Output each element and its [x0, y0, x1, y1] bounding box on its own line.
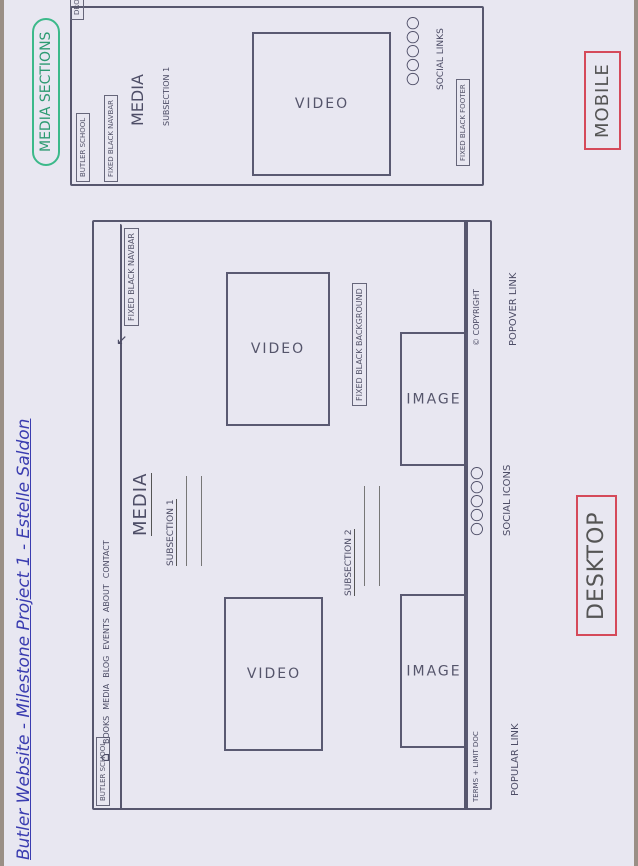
- mobile-heading: MEDIA: [128, 74, 147, 126]
- nav-contact[interactable]: CONTACT: [102, 540, 111, 579]
- mobile-label: MOBILE: [584, 51, 621, 150]
- desktop-image-1: IMAGE: [400, 594, 468, 748]
- sketch-title: Butler Website - Milestone Project 1 - E…: [14, 418, 34, 860]
- home-icon: ⌂: [97, 753, 113, 762]
- desktop-fixed-bg-note: FIXED BLACK BACKGROUND: [352, 283, 367, 406]
- desktop-label: DESKTOP: [576, 495, 617, 636]
- image-2-label: IMAGE: [406, 391, 462, 408]
- nav-media[interactable]: MEDIA: [102, 683, 111, 710]
- nav-events[interactable]: EVENTS: [102, 618, 111, 650]
- nav-about[interactable]: ABOUT: [102, 584, 111, 613]
- desktop-fixed-navbar-note: FIXED BLACK NAVBAR: [124, 228, 139, 326]
- social-circles: ○○○○○: [466, 466, 485, 536]
- desktop-video-2: VIDEO: [226, 272, 330, 426]
- nav-blog[interactable]: BLOG: [102, 655, 111, 678]
- popular-link-right: POPOVER LINK: [508, 272, 519, 346]
- mobile-subsection-1: SUBSECTION 1: [162, 66, 171, 126]
- footer-terms[interactable]: TERMS + LIMIT DOC: [472, 731, 480, 802]
- desktop-subsection-2: SUBSECTION 2: [344, 529, 355, 596]
- text-lines-1: [186, 476, 202, 566]
- rotated-sketch: Butler Website - Milestone Project 1 - E…: [4, 0, 638, 866]
- nav-books[interactable]: BOOKS: [102, 715, 111, 744]
- paper-sheet: Butler Website - Milestone Project 1 - E…: [4, 0, 634, 866]
- desktop-image-2: IMAGE: [400, 332, 468, 466]
- desktop-nav: BOOKS MEDIA BLOG EVENTS ABOUT CONTACT: [102, 540, 111, 744]
- text-lines-2: [364, 486, 380, 586]
- media-sections-label: MEDIA SECTIONS: [32, 17, 60, 166]
- mobile-social-circles: ○○○○○: [402, 16, 421, 86]
- desktop-logo: BUTLER SCHOOL: [96, 736, 110, 806]
- mobile-social-links-label: SOCIAL LINKS: [436, 28, 446, 90]
- footer-copyright: © COPYRIGHT: [472, 289, 481, 346]
- video-1-label: VIDEO: [246, 666, 301, 683]
- mobile-fixed-footer-note: FIXED BLACK FOOTER: [456, 79, 470, 166]
- arrow-icon: ↖: [114, 334, 130, 346]
- video-2-label: VIDEO: [250, 341, 306, 358]
- mobile-logo: BUTLER SCHOOL: [76, 112, 90, 182]
- social-icons-label: SOCIAL ICONS: [502, 464, 513, 536]
- mobile-video-label: VIDEO: [294, 96, 349, 113]
- mobile-video: VIDEO: [252, 32, 391, 176]
- image-1-label: IMAGE: [406, 663, 462, 680]
- desktop-video-1: VIDEO: [224, 597, 323, 751]
- desktop-heading: MEDIA: [130, 472, 152, 536]
- mobile-fixed-navbar-note: FIXED BLACK NAVBAR: [104, 95, 118, 182]
- mobile-dropdown[interactable]: DROPDOWN: [70, 0, 84, 20]
- desktop-subsection-1: SUBSECTION 1: [166, 499, 177, 566]
- popular-link-left: POPULAR LINK: [510, 723, 521, 796]
